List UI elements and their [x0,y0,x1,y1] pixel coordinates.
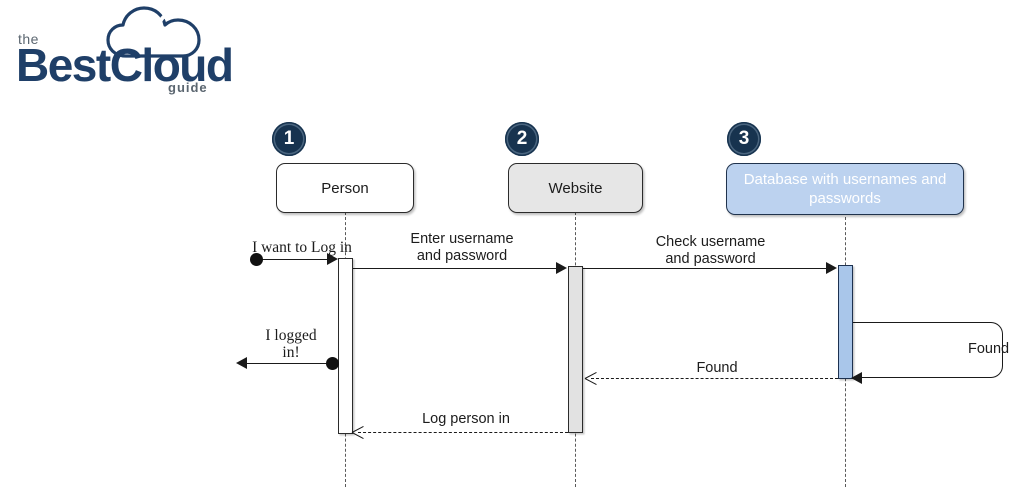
activation-bar-website [568,266,583,433]
message-label-found-self: Found [968,341,1010,357]
participant-website[interactable]: Website [508,163,643,213]
self-message-loop-found [853,322,1003,378]
message-line-check-username [583,268,835,269]
arrowhead-check-username [826,262,837,274]
logo-wordmark: BestCloud [16,39,234,91]
message-line-i-want-to-log-in [256,259,336,260]
participant-label-website: Website [548,179,603,197]
message-label-found-return: Found [696,360,738,376]
message-label-check-username: Check username and password [655,234,766,267]
brand-logo: the BestCloud guide [8,4,234,104]
message-label-i-want-to-log-in: I want to Log in [252,239,352,256]
participant-badge-3: 3 [727,122,761,156]
cloud-icon [106,6,206,67]
participant-badge-1: 1 [272,122,306,156]
message-label-enter-username: Enter username and password [410,231,514,264]
arrowhead-log-person-in [352,427,364,439]
participant-badge-2: 2 [505,122,539,156]
arrowhead-found-self [851,372,862,384]
arrowhead-i-logged-in [236,357,247,369]
arrowhead-enter-username [556,262,567,274]
message-line-enter-username [353,268,565,269]
arrowhead-found-return [585,373,597,385]
participant-database[interactable]: Database with usernames and passwords [726,163,964,215]
found-message-start-dot-1 [250,253,263,266]
message-line-found-return [591,378,838,379]
participant-label-person: Person [321,179,369,197]
logo-guide-text: guide [168,80,208,95]
arrowhead-i-want-to-log-in [327,253,338,265]
message-line-log-person-in [358,432,568,433]
participant-label-database: Database with usernames and passwords [743,171,947,207]
message-label-log-person-in: Log person in [422,411,510,427]
message-line-i-logged-in [246,363,332,364]
logo-the-text: the [18,31,39,47]
message-label-i-logged-in: I logged in! [265,327,317,361]
activation-bar-person [338,258,353,434]
found-message-start-dot-2 [326,357,339,370]
activation-bar-database [838,265,853,379]
participant-person[interactable]: Person [276,163,414,213]
